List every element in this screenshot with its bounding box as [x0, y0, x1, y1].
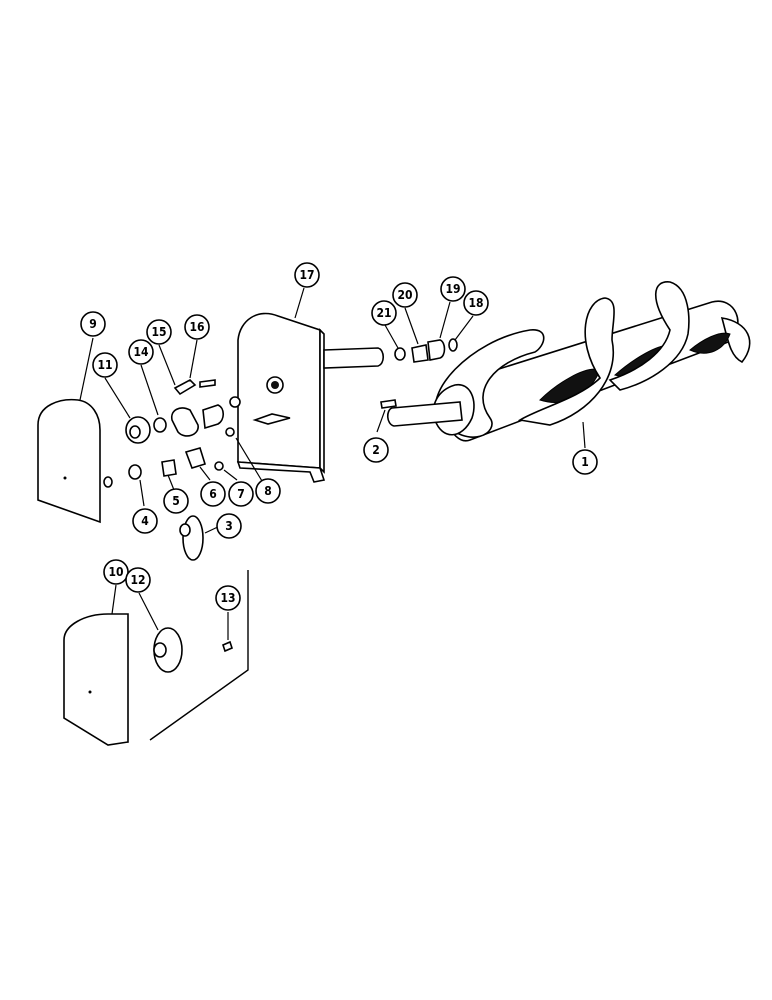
leader-lines — [79, 287, 586, 640]
callout-20: 20 — [392, 282, 418, 308]
callout-12: 12 — [125, 567, 151, 593]
svg-text:21: 21 — [376, 306, 391, 320]
svg-text:18: 18 — [468, 296, 483, 310]
callout-5: 5 — [163, 488, 189, 514]
svg-text:17: 17 — [299, 268, 314, 282]
svg-text:1: 1 — [581, 455, 589, 469]
callout-11: 11 — [92, 352, 118, 378]
cover-part-9 — [37, 398, 101, 524]
callout-15: 15 — [146, 319, 172, 345]
svg-text:10: 10 — [108, 565, 123, 579]
callout-8: 8 — [255, 478, 281, 504]
svg-text:7: 7 — [237, 487, 245, 501]
callout-2: 2 — [363, 437, 389, 463]
svg-text:15: 15 — [151, 325, 166, 339]
callout-13: 13 — [215, 585, 241, 611]
pin-part-2 — [380, 399, 397, 409]
svg-text:11: 11 — [97, 358, 112, 372]
svg-text:12: 12 — [130, 573, 145, 587]
svg-text:4: 4 — [141, 514, 149, 528]
svg-text:6: 6 — [209, 487, 217, 501]
callout-4: 4 — [132, 508, 158, 534]
svg-text:5: 5 — [172, 494, 180, 508]
callout-14: 14 — [128, 339, 154, 365]
small-parts — [125, 338, 458, 673]
callout-17: 17 — [294, 262, 320, 288]
auger — [386, 281, 751, 442]
svg-text:20: 20 — [397, 288, 412, 302]
svg-text:9: 9 — [89, 317, 97, 331]
callout-16: 16 — [184, 314, 210, 340]
svg-text:19: 19 — [445, 282, 460, 296]
callout-3: 3 — [216, 513, 242, 539]
cover-part-10 — [63, 613, 129, 746]
callout-1: 1 — [572, 449, 598, 475]
callout-21: 21 — [371, 300, 397, 326]
svg-text:2: 2 — [372, 443, 380, 457]
callout-10: 10 — [103, 559, 129, 585]
svg-text:13: 13 — [220, 591, 235, 605]
svg-text:3: 3 — [225, 519, 233, 533]
callout-19: 19 — [440, 276, 466, 302]
svg-text:8: 8 — [264, 484, 272, 498]
callout-6: 6 — [200, 481, 226, 507]
callout-7: 7 — [228, 481, 254, 507]
svg-text:16: 16 — [189, 320, 204, 334]
housing — [229, 312, 385, 483]
svg-text:14: 14 — [133, 345, 149, 359]
callout-9: 9 — [80, 311, 106, 337]
callout-18: 18 — [463, 290, 489, 316]
